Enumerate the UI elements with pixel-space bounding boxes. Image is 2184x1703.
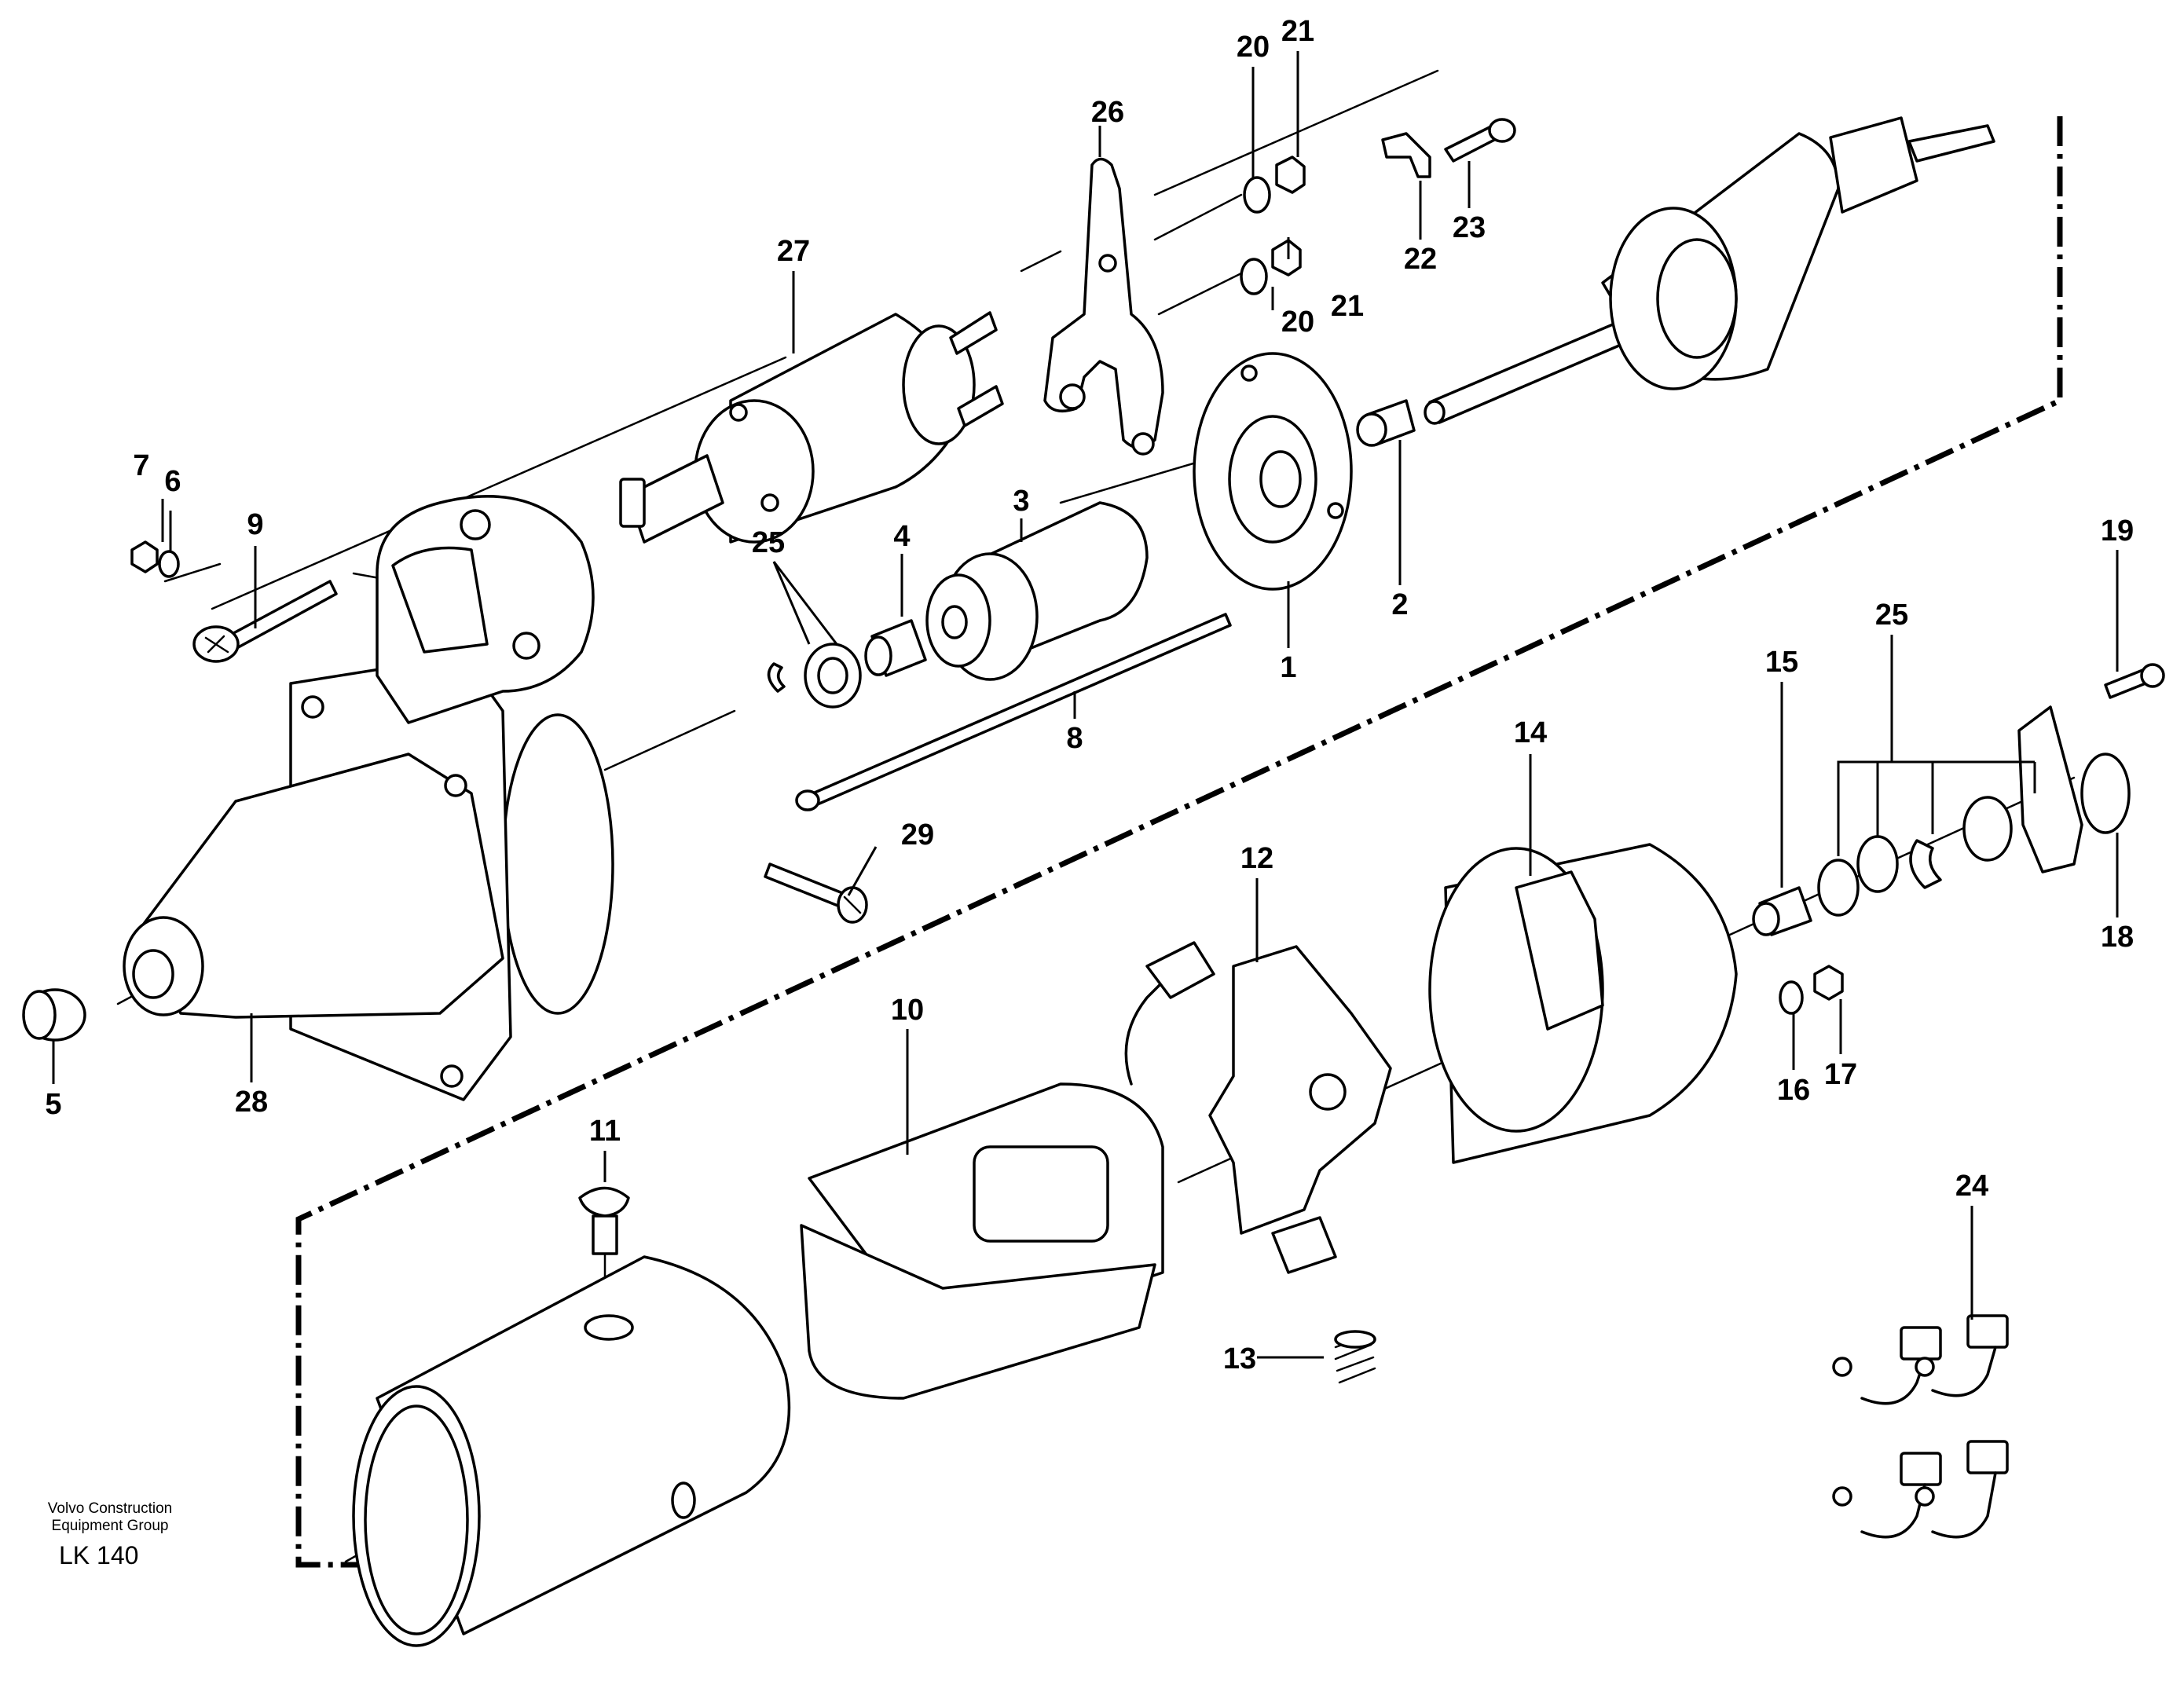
callout-labels: 1 2 3 4 5 6 7 8 9 10 11 12 13 14 15 16 1… (45, 15, 2134, 1375)
callout-26: 26 (1091, 96, 1124, 129)
company-name-line2: Equipment Group (51, 1518, 169, 1534)
leader-lines (52, 51, 2119, 1359)
company-name-line1: Volvo Construction (47, 1500, 173, 1517)
callout-28: 28 (235, 1086, 268, 1119)
callout-17: 17 (1824, 1058, 1857, 1091)
rings-25-right (1817, 796, 2013, 917)
callout-18: 18 (2101, 921, 2134, 954)
end-cap (2017, 705, 2131, 873)
callout-12: 12 (1240, 842, 1273, 875)
callout-21b: 21 (1331, 290, 1364, 323)
screw-9 (192, 580, 338, 663)
callout-7: 7 (133, 449, 149, 482)
callout-1: 1 (1280, 651, 1296, 684)
callout-2: 2 (1391, 588, 1408, 621)
brush-kit (1832, 1314, 2009, 1539)
callout-25a: 25 (752, 526, 785, 559)
armature (1424, 116, 1995, 425)
callout-8: 8 (1066, 722, 1083, 755)
commutator-end-housing (1428, 843, 1738, 1164)
screw-29 (764, 862, 868, 924)
callout-25b: 25 (1875, 599, 1908, 632)
shift-lever (1043, 157, 1164, 456)
bushing-2 (1356, 399, 1416, 447)
nut-washer-7-6 (130, 540, 180, 578)
callout-13: 13 (1223, 1342, 1256, 1375)
drive-end-housing (123, 495, 614, 1101)
callout-20a: 20 (1237, 31, 1270, 64)
callout-19: 19 (2101, 515, 2134, 548)
sleeve-4 (864, 619, 927, 677)
callout-22: 22 (1404, 243, 1437, 276)
drawing-code: LK 140 (59, 1541, 139, 1569)
clip-22 (1381, 132, 1431, 178)
rings-25-left (767, 643, 862, 709)
yoke (352, 1255, 791, 1647)
callout-14: 14 (1514, 716, 1547, 749)
callout-21a: 21 (1281, 15, 1314, 48)
callout-6: 6 (164, 465, 181, 498)
callout-20b: 20 (1281, 306, 1314, 339)
field-winding (800, 941, 1215, 1400)
screw-19 (2104, 663, 2165, 699)
callout-23: 23 (1453, 211, 1486, 244)
bushing-5 (22, 988, 86, 1042)
screw-11 (578, 1186, 630, 1255)
bearing-plate (1193, 352, 1353, 591)
callout-15: 15 (1765, 646, 1798, 679)
sleeve-15 (1752, 886, 1812, 936)
spring-13 (1334, 1330, 1376, 1384)
screw-23 (1444, 118, 1516, 163)
callout-3: 3 (1013, 485, 1029, 518)
callout-4: 4 (893, 520, 910, 553)
callout-29: 29 (901, 819, 934, 852)
through-bolt (795, 613, 1232, 811)
callout-5: 5 (45, 1088, 61, 1121)
washer-nut-16-17 (1779, 965, 1844, 1015)
solenoid (619, 311, 1004, 544)
callout-27: 27 (777, 235, 810, 268)
callout-9: 9 (247, 508, 263, 541)
washers-nuts-20-21 (1240, 156, 1306, 295)
callout-16: 16 (1777, 1074, 1810, 1107)
callout-11: 11 (589, 1115, 621, 1148)
callout-24: 24 (1955, 1170, 1988, 1203)
drive-pinion (925, 501, 1149, 681)
brush-holder (1208, 945, 1392, 1274)
callout-10: 10 (891, 994, 924, 1027)
